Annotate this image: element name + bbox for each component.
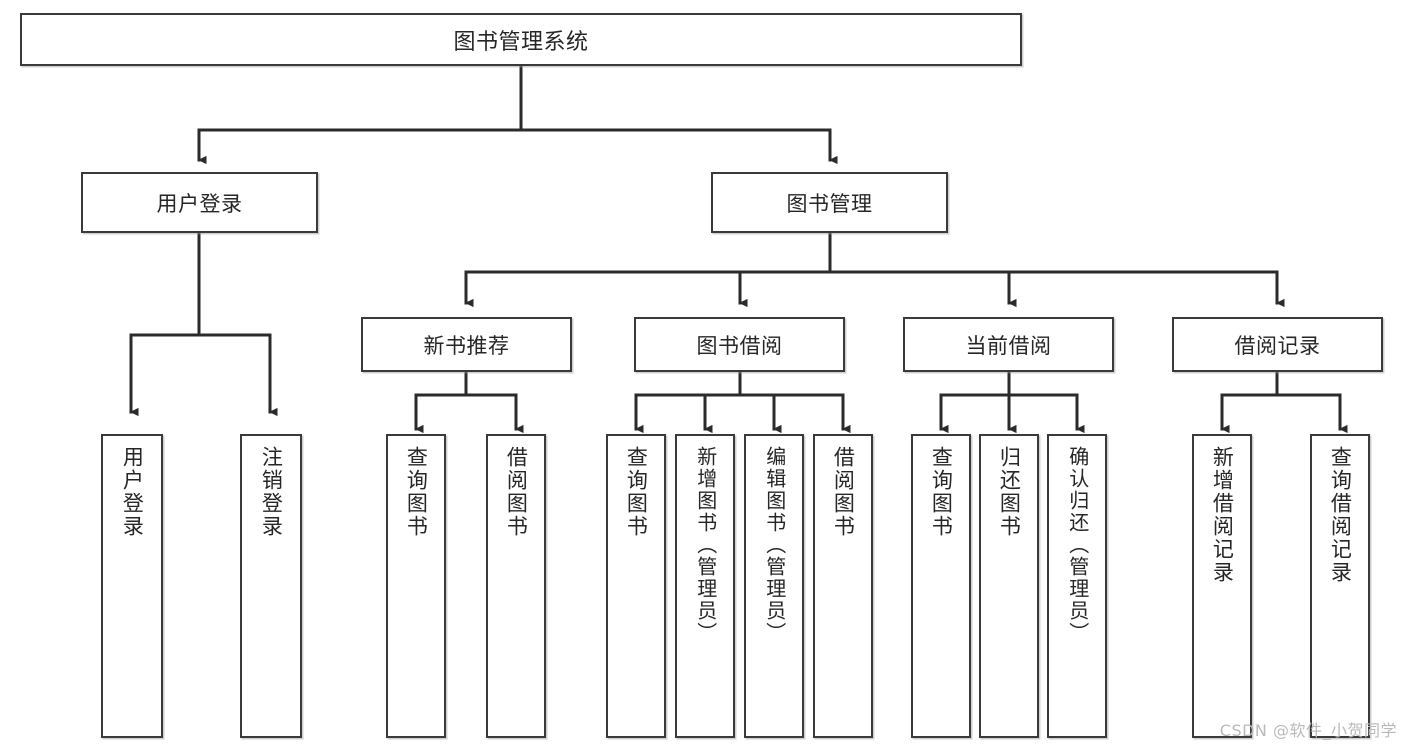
node-label: 图书借阅 [696,333,783,358]
node-label: 注销登录 [259,446,284,538]
node-book-management[interactable]: 图书管理 [711,172,948,233]
node-label: 新增借阅记录 [1210,446,1235,584]
node-label: 编辑图书（管理员） [762,446,787,644]
leaf-current-confirm-return-admin[interactable]: 确认归还（管理员） [1047,434,1107,738]
node-label: 借阅图书 [504,446,529,538]
node-label: 查询图书 [929,446,954,538]
node-label: 新书推荐 [423,333,510,358]
node-root-system[interactable]: 图书管理系统 [20,13,1022,66]
leaf-borrow-add-book-admin[interactable]: 新增图书（管理员） [675,434,735,738]
node-borrow-record[interactable]: 借阅记录 [1172,317,1383,372]
node-label: 查询图书 [404,446,429,538]
leaf-borrow-query-book[interactable]: 查询图书 [606,434,666,738]
node-new-book-recommend[interactable]: 新书推荐 [361,317,572,372]
node-label: 新增图书（管理员） [693,446,718,644]
leaf-borrow-borrow-book[interactable]: 借阅图书 [813,434,873,738]
node-book-borrow[interactable]: 图书借阅 [634,317,845,372]
node-label: 用户登录 [120,446,145,538]
csdn-watermark: CSDN @软件_小贺同学 [1219,721,1397,740]
node-label: 当前借阅 [965,333,1052,358]
node-current-borrow[interactable]: 当前借阅 [903,317,1114,372]
node-label: 借阅记录 [1234,333,1321,358]
leaf-current-query-book[interactable]: 查询图书 [911,434,971,738]
node-label: 归还图书 [997,446,1022,538]
leaf-borrow-edit-book-admin[interactable]: 编辑图书（管理员） [744,434,804,738]
node-label: 查询图书 [624,446,649,538]
leaf-user-login-login[interactable]: 用户登录 [101,434,163,738]
node-label: 确认归还（管理员） [1065,446,1090,644]
node-label: 图书管理系统 [453,29,589,55]
leaf-user-login-logout[interactable]: 注销登录 [240,434,302,738]
node-label: 图书管理 [786,191,873,216]
leaf-new-book-query[interactable]: 查询图书 [386,434,446,738]
leaf-new-book-borrow[interactable]: 借阅图书 [486,434,546,738]
node-label: 用户登录 [156,191,243,216]
leaf-record-add-record[interactable]: 新增借阅记录 [1192,434,1252,738]
node-label: 借阅图书 [831,446,856,538]
node-label: 查询借阅记录 [1328,446,1353,584]
leaf-record-query-record[interactable]: 查询借阅记录 [1310,434,1370,738]
leaf-current-return-book[interactable]: 归还图书 [979,434,1039,738]
node-user-login[interactable]: 用户登录 [81,172,318,233]
